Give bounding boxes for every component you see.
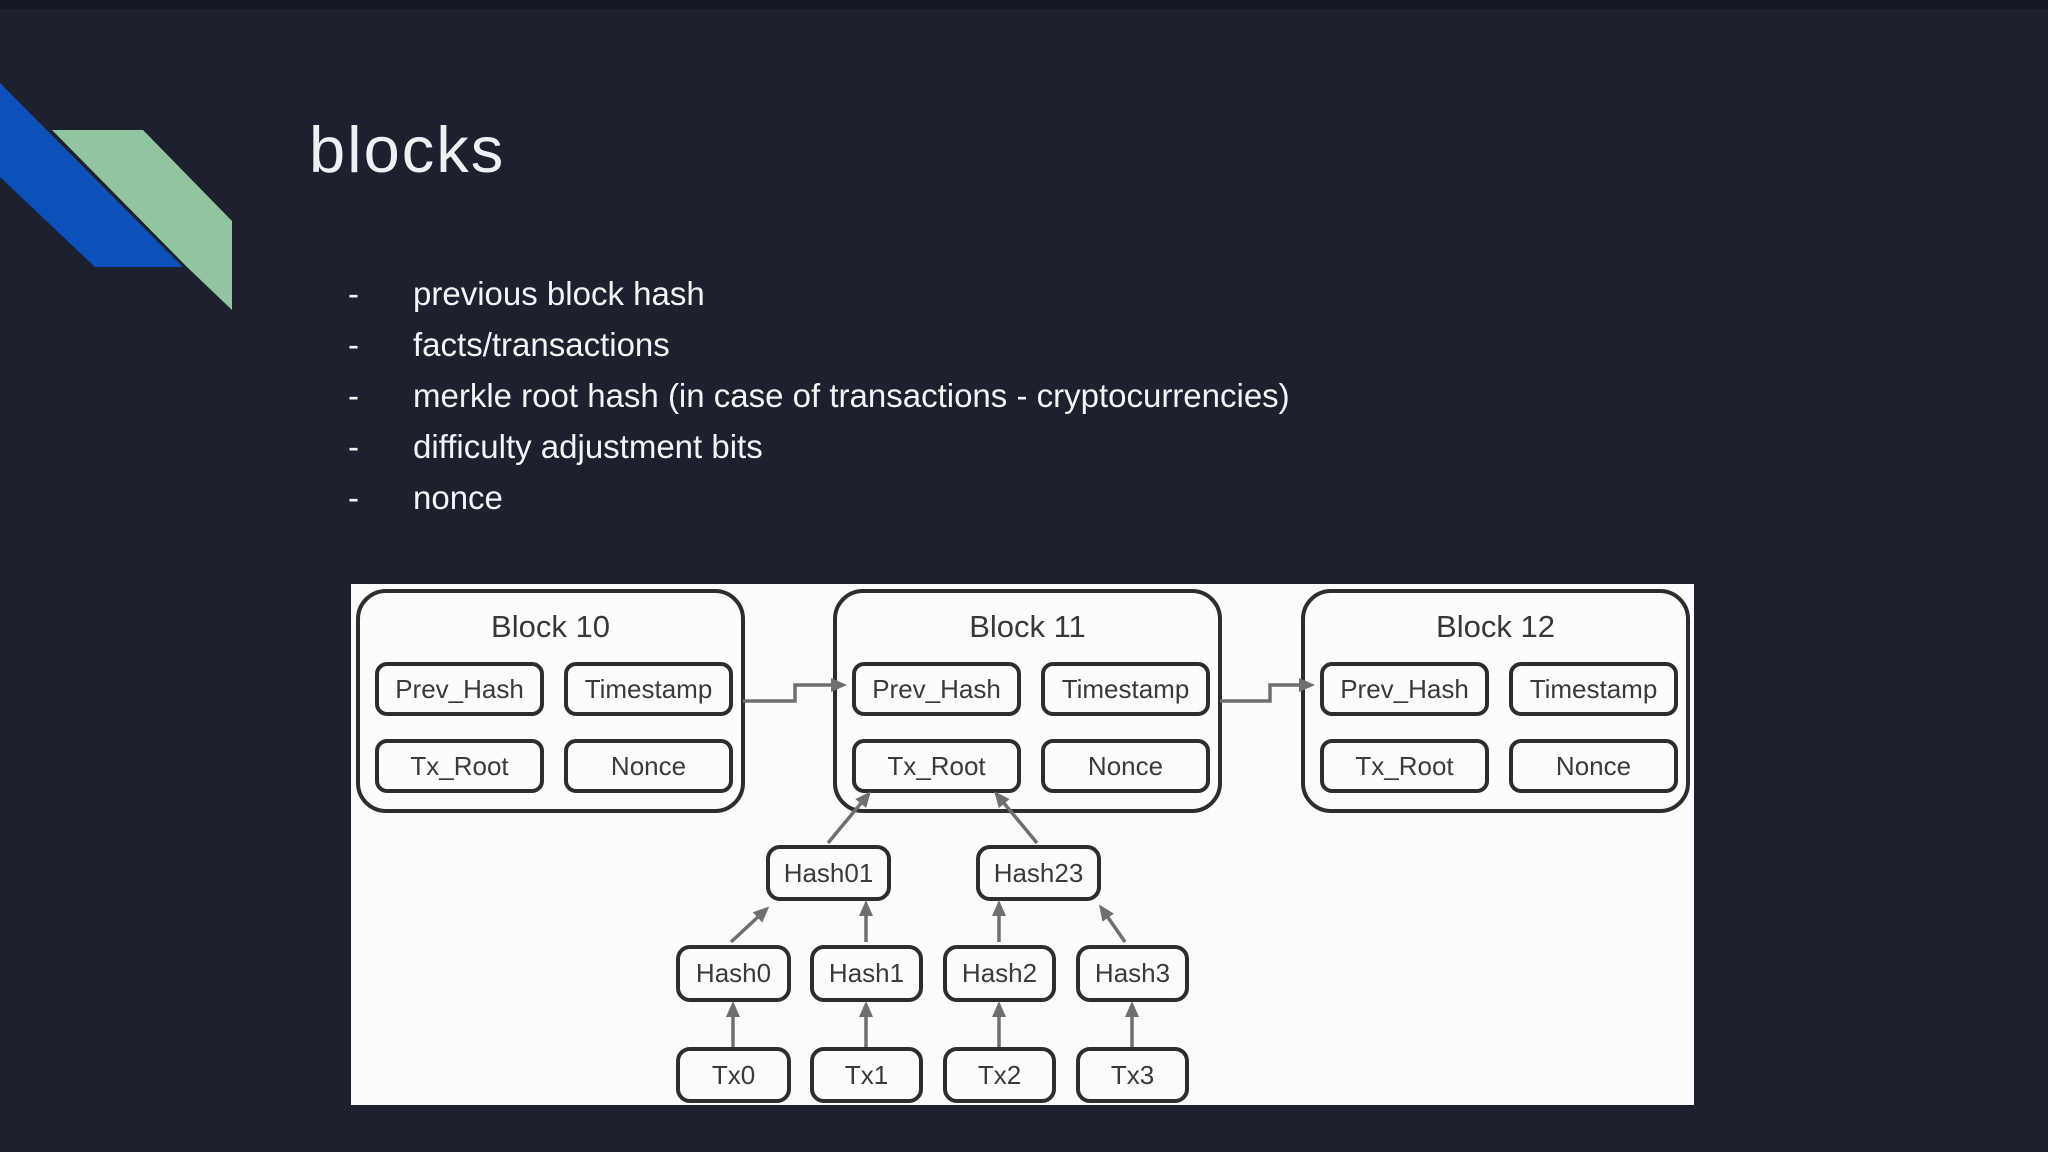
block-10-card: Block 10 Prev_Hash Timestamp Tx_Root Non… — [356, 589, 745, 813]
bullet-text: difficulty adjustment bits — [413, 428, 763, 465]
field-timestamp: Timestamp — [1509, 662, 1678, 716]
bullet-item: - facts/transactions — [348, 319, 1290, 370]
bullet-list: - previous block hash - facts/transactio… — [348, 268, 1290, 523]
block-title: Block 12 — [1436, 609, 1555, 644]
blue-ribbon-shape — [0, 83, 183, 267]
bullet-text: facts/transactions — [413, 326, 670, 363]
merkle-node-tx2: Tx2 — [943, 1047, 1056, 1103]
merkle-node-hash23: Hash23 — [976, 845, 1101, 901]
field-nonce: Nonce — [1509, 739, 1678, 793]
arrow-block10-to-block11 — [743, 678, 847, 703]
merkle-node-hash0: Hash0 — [676, 945, 791, 1002]
merkle-node-tx0: Tx0 — [676, 1047, 791, 1103]
corner-decoration — [0, 83, 232, 310]
merkle-node-hash1: Hash1 — [810, 945, 923, 1002]
field-prev-hash: Prev_Hash — [852, 662, 1021, 716]
arrow-hash0-to-hash01 — [729, 906, 770, 944]
merkle-node-tx3: Tx3 — [1076, 1047, 1189, 1103]
bullet-dash: - — [348, 428, 359, 465]
green-ribbon-shape — [52, 130, 232, 310]
blockchain-diagram: Block 10 Prev_Hash Timestamp Tx_Root Non… — [351, 584, 1694, 1105]
field-tx-root: Tx_Root — [375, 739, 544, 793]
field-prev-hash: Prev_Hash — [1320, 662, 1489, 716]
merkle-node-hash3: Hash3 — [1076, 945, 1189, 1002]
block-title: Block 11 — [969, 609, 1086, 644]
block-title: Block 10 — [491, 609, 610, 644]
slide-top-edge — [0, 0, 2048, 9]
bullet-dash: - — [348, 275, 359, 312]
bullet-dash: - — [348, 377, 359, 414]
bullet-dash: - — [348, 479, 359, 516]
block-12-card: Block 12 Prev_Hash Timestamp Tx_Root Non… — [1301, 589, 1690, 813]
bullet-text: nonce — [413, 479, 503, 516]
field-tx-root: Tx_Root — [1320, 739, 1489, 793]
bullet-text: previous block hash — [413, 275, 705, 312]
field-prev-hash: Prev_Hash — [375, 662, 544, 716]
bullet-item: - nonce — [348, 472, 1290, 523]
field-nonce: Nonce — [1041, 739, 1210, 793]
bullet-item: - previous block hash — [348, 268, 1290, 319]
arrow-hash3-to-hash23 — [1099, 904, 1127, 943]
merkle-node-hash01: Hash01 — [766, 845, 891, 901]
arrow-block11-to-block12 — [1220, 678, 1315, 703]
field-tx-root: Tx_Root — [852, 739, 1021, 793]
bullet-text: merkle root hash (in case of transaction… — [413, 377, 1290, 414]
field-nonce: Nonce — [564, 739, 733, 793]
bullet-item: - difficulty adjustment bits — [348, 421, 1290, 472]
field-timestamp: Timestamp — [564, 662, 733, 716]
block-11-card: Block 11 Prev_Hash Timestamp Tx_Root Non… — [833, 589, 1222, 813]
field-timestamp: Timestamp — [1041, 662, 1210, 716]
slide-title: blocks — [309, 113, 506, 186]
bullet-dash: - — [348, 326, 359, 363]
bullet-item: - merkle root hash (in case of transacti… — [348, 370, 1290, 421]
merkle-node-tx1: Tx1 — [810, 1047, 923, 1103]
merkle-node-hash2: Hash2 — [943, 945, 1056, 1002]
